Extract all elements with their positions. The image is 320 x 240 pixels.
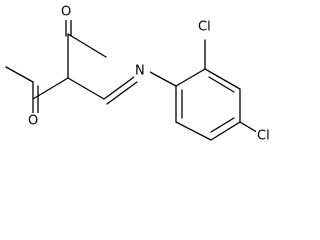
ring-inner-bond-a — [208, 76, 235, 93]
bond-n-aryl — [149, 71, 177, 87]
ring-inner-bond-b — [210, 117, 235, 133]
structure-canvas: O O N Cl Cl — [5, 4, 278, 145]
ring-bond-4 — [210, 121, 241, 141]
atom-cl-ortho: Cl — [198, 20, 211, 35]
bond-layer — [5, 11, 261, 141]
atom-cl-para: Cl — [257, 129, 270, 144]
bond-c-n-double-inner — [106, 81, 138, 105]
bond-ch-carbonyl-bottom — [32, 77, 69, 100]
bond-ch-methine — [67, 77, 105, 100]
ring-bond-5 — [175, 121, 212, 141]
atom-n-imine: N — [135, 64, 145, 79]
atom-o-left: O — [28, 114, 38, 129]
bond-carbonyl-methyl-top — [67, 33, 107, 58]
ring-bond-1 — [175, 68, 206, 87]
bond-methyl-carbonyl-bottom — [5, 66, 34, 83]
bond-c-n-double — [103, 76, 135, 100]
molecule-structure: O O N Cl Cl — [5, 4, 278, 145]
ring-bond-2 — [204, 68, 241, 90]
atom-label-layer: O O N Cl Cl — [27, 5, 278, 145]
atom-o-top: O — [61, 5, 71, 20]
